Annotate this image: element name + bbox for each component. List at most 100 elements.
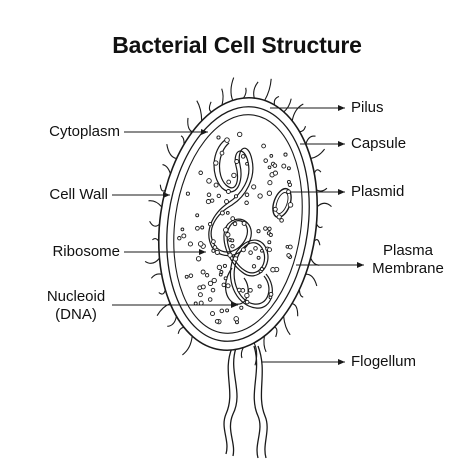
ribosome-label: Ribosome xyxy=(52,243,120,260)
pilus-hair xyxy=(310,148,326,159)
ribosome-dot xyxy=(240,247,246,253)
ribosome-dot xyxy=(235,320,239,325)
ribosome-dot xyxy=(216,264,223,271)
cell-wall-layer xyxy=(166,106,310,342)
ribosome-dot xyxy=(225,189,231,194)
ribosomes xyxy=(177,131,294,325)
ribosome-dot xyxy=(232,256,239,262)
ribosome-dot xyxy=(197,292,203,298)
ribosome-dot xyxy=(248,250,253,255)
ribosome-dot xyxy=(181,233,187,239)
pilus-hair xyxy=(305,135,316,145)
ribosome-dot xyxy=(268,232,273,237)
pilus-hair xyxy=(283,98,292,113)
ribosome-dot xyxy=(233,194,239,199)
pilus-hair xyxy=(316,202,332,208)
flagella xyxy=(223,345,268,459)
capsule-label: Capsule xyxy=(351,135,407,152)
pilus-hair xyxy=(144,257,160,264)
pilus-hair xyxy=(283,316,291,336)
ribosome-dot xyxy=(214,249,220,255)
ribosome-dot xyxy=(259,267,264,272)
ribosome-dot xyxy=(287,202,294,208)
ribosome-dot xyxy=(207,297,213,302)
pilus-hair xyxy=(149,220,160,227)
pilus-hair xyxy=(313,169,322,174)
ribosome-dot xyxy=(204,273,210,278)
ribosome-dot xyxy=(198,170,203,176)
ribosome-dot xyxy=(240,288,246,293)
ribosome-dot xyxy=(187,241,193,247)
pilus-hair xyxy=(243,87,247,99)
pilus-hair xyxy=(182,336,193,356)
ribosome-dot xyxy=(256,229,261,234)
ribosome-dot xyxy=(206,192,212,198)
ribosome-dot xyxy=(195,213,200,218)
ribosome-dot xyxy=(219,308,225,314)
ribosome-dot xyxy=(266,190,273,196)
ribosome-dot xyxy=(211,239,216,244)
ribosome-dot xyxy=(257,284,262,289)
ribosome-dot xyxy=(207,221,213,227)
ribosome-dot xyxy=(219,270,224,274)
pilus-hair xyxy=(305,273,318,287)
plasmid-label: Plasmid xyxy=(351,183,405,200)
ribosome-dot xyxy=(185,191,190,196)
ribosome-dot xyxy=(263,158,268,163)
ribosome-dot xyxy=(216,135,221,140)
pilus-hair xyxy=(264,78,272,101)
pilus-hair xyxy=(162,164,171,174)
pilus-hair xyxy=(310,257,320,266)
pili xyxy=(144,77,332,366)
pilus-hair xyxy=(150,273,162,279)
ribosome-dot xyxy=(234,159,240,164)
ribosome-dot xyxy=(267,226,272,231)
nucleoid-label-line2: (DNA) xyxy=(55,306,97,323)
ribosome-dot xyxy=(225,232,231,238)
ribosome-dot xyxy=(223,276,228,281)
ribosome-dot xyxy=(253,246,258,251)
ribosome-dot xyxy=(272,163,278,168)
pilus-hair xyxy=(316,223,323,229)
ribosome-dot xyxy=(244,192,250,198)
ribosome-dot xyxy=(267,240,272,245)
ribosome-dot xyxy=(210,198,215,203)
pilus-hair xyxy=(291,103,304,121)
cell-wall-label: Cell Wall xyxy=(49,186,108,203)
ribosome-dot xyxy=(251,184,257,190)
ribosome-dot xyxy=(236,287,242,293)
ribosome-dot xyxy=(211,248,216,253)
nucleoid-label: Nucleoid (DNA) xyxy=(40,288,112,324)
ribosome-dot xyxy=(200,284,206,290)
ribosome-dot xyxy=(205,199,211,205)
ribosome-dot xyxy=(226,179,232,185)
plasma-membrane-label-line2: Membrane xyxy=(372,260,444,277)
ribosome-dot xyxy=(200,269,206,275)
pilus-hair xyxy=(273,95,280,106)
ribosome-dot xyxy=(256,255,261,260)
ribosome-dot xyxy=(287,244,293,250)
ribosome-dot xyxy=(244,299,250,305)
ribosome-dot xyxy=(240,154,246,159)
plasmid-inner xyxy=(275,192,289,214)
ribosome-dot xyxy=(232,221,238,227)
ribosome-dot xyxy=(219,150,225,156)
ribosome-dot xyxy=(239,305,244,310)
ribosome-dot xyxy=(197,241,204,247)
pilus-hair xyxy=(166,144,177,160)
ribosome-dot xyxy=(221,282,227,288)
leader-lines xyxy=(112,105,364,365)
ribosome-dot xyxy=(286,253,291,258)
ribosome-dot xyxy=(188,273,194,278)
ribosome-dot xyxy=(180,227,185,232)
ribosome-dot xyxy=(225,283,231,289)
ribosome-dot xyxy=(195,256,202,262)
ribosome-dot xyxy=(225,308,230,313)
ribosome-dot xyxy=(244,200,249,206)
ribosome-dot xyxy=(261,143,266,149)
pilus-hair xyxy=(177,326,184,334)
ribosome-dot xyxy=(214,319,220,324)
pilus-hair xyxy=(298,289,304,298)
ribosome-dot xyxy=(279,218,284,223)
plasma-membrane-layer xyxy=(173,114,303,334)
